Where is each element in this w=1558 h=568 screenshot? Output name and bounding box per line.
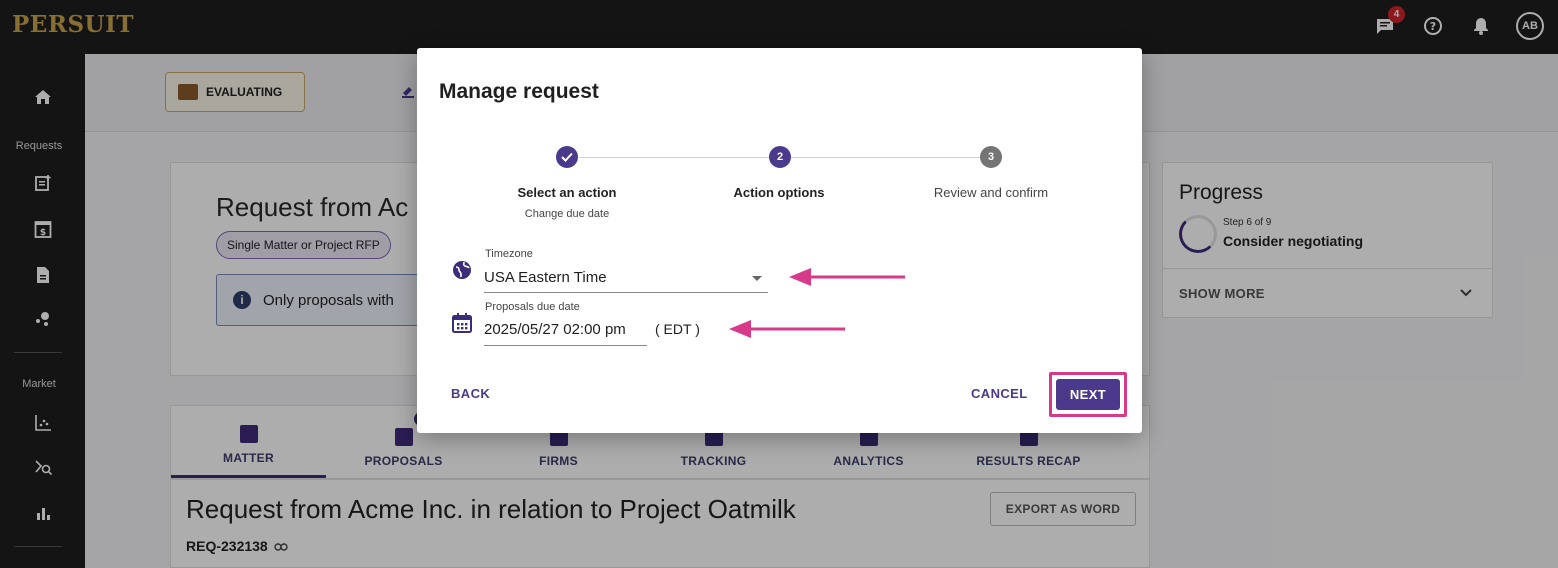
top-bar-actions: 4 ? AB <box>1372 6 1544 42</box>
annotation-arrow-due-date <box>727 319 847 344</box>
due-date-label: Proposals due date <box>485 301 580 313</box>
status-chip-label: EVALUATING <box>206 85 283 99</box>
manage-request-modal: Manage request 2 3 Select an action Chan… <box>417 48 1142 433</box>
billing-calendar-icon[interactable]: $ <box>0 214 85 244</box>
messages-icon[interactable]: 4 <box>1372 6 1405 39</box>
stepper-connector <box>791 157 981 158</box>
info-icon: i <box>233 291 251 309</box>
timezone-suffix: ( EDT ) <box>655 321 700 337</box>
tab-label: TRACKING <box>680 454 747 468</box>
globe-icon <box>452 260 474 282</box>
clipboard-icon <box>239 425 258 443</box>
home-icon[interactable] <box>0 82 85 112</box>
due-date-underline <box>484 345 647 346</box>
progress-ring <box>1179 215 1217 253</box>
step-1-check-icon <box>556 146 578 168</box>
progress-step: Step 6 of 9 <box>1223 217 1272 228</box>
svg-text:$: $ <box>39 228 45 238</box>
gavel-icon <box>400 83 416 99</box>
tab-label: PROPOSALS <box>364 454 443 468</box>
calendar-icon[interactable] <box>451 312 473 334</box>
bar-chart-icon[interactable] <box>0 498 85 528</box>
progress-title: Progress <box>1179 181 1264 204</box>
annotation-arrow-timezone <box>787 267 907 292</box>
sidebar-divider <box>14 352 62 353</box>
tab-label: ANALYTICS <box>833 454 904 468</box>
chevron-down-icon[interactable] <box>1460 284 1472 300</box>
request-title: Request from Ac <box>216 192 409 222</box>
help-icon[interactable]: ? <box>1420 13 1446 39</box>
progress-divider <box>1163 268 1492 269</box>
timezone-label: Timezone <box>485 248 533 260</box>
tab-matter[interactable]: MATTER <box>171 406 326 478</box>
info-banner-text: Only proposals with <box>263 291 394 309</box>
request-id: REQ-232138 <box>186 538 288 554</box>
timezone-select[interactable]: USA Eastern Time <box>484 269 607 286</box>
sidebar-section-market: Market <box>22 378 56 390</box>
step-3-indicator: 3 <box>980 146 1002 168</box>
proposals-icon <box>394 428 413 446</box>
content-title: Request from Acme Inc. in relation to Pr… <box>186 494 796 524</box>
notifications-bell-icon[interactable] <box>1468 13 1494 39</box>
sidebar: Requests $ Market <box>0 54 85 568</box>
show-more-button[interactable]: SHOW MORE <box>1179 286 1265 301</box>
document-icon[interactable] <box>0 260 85 290</box>
request-id-text: REQ-232138 <box>186 538 268 554</box>
tab-label: FIRMS <box>539 454 578 468</box>
status-chip[interactable]: EVALUATING <box>165 72 305 112</box>
step-3-label: Review and confirm <box>933 185 1049 200</box>
scatter-chart-icon[interactable] <box>0 408 85 438</box>
persuit-logo[interactable]: PERSUIT <box>12 11 134 38</box>
cancel-button[interactable]: CANCEL <box>971 386 1028 401</box>
progress-card: Progress Step 6 of 9 Consider negotiatin… <box>1162 162 1493 318</box>
messages-badge: 4 <box>1388 6 1405 23</box>
sidebar-divider <box>14 546 62 547</box>
back-button[interactable]: BACK <box>451 386 491 401</box>
svg-text:?: ? <box>1430 20 1436 33</box>
evaluating-icon <box>178 84 198 100</box>
export-as-word-button[interactable]: EXPORT AS WORD <box>990 492 1136 526</box>
tab-label: MATTER <box>223 451 274 465</box>
dropdown-arrow-icon[interactable] <box>752 276 762 281</box>
step-2-indicator: 2 <box>769 146 791 168</box>
step-2-label: Action options <box>733 185 825 200</box>
step-1-sublabel: Change due date <box>524 208 610 220</box>
new-request-icon[interactable] <box>0 168 85 198</box>
matter-content-card <box>170 479 1150 568</box>
progress-step-name: Consider negotiating <box>1223 233 1363 249</box>
stepper-connector <box>579 157 769 158</box>
timezone-underline <box>484 292 768 293</box>
sidebar-section-requests: Requests <box>15 140 63 152</box>
next-button-highlight: NEXT <box>1049 372 1127 417</box>
market-search-icon[interactable] <box>0 452 85 482</box>
step-1-label: Select an action <box>517 185 617 200</box>
request-type-pill: Single Matter or Project RFP <box>216 231 391 259</box>
next-button[interactable]: NEXT <box>1056 379 1120 410</box>
top-bar: PERSUIT 4 ? AB <box>0 0 1558 54</box>
link-icon[interactable] <box>274 538 288 554</box>
nodes-icon[interactable] <box>0 304 85 334</box>
user-avatar[interactable]: AB <box>1516 12 1544 40</box>
modal-title: Manage request <box>439 80 599 103</box>
tab-label: RESULTS RECAP <box>976 454 1081 468</box>
due-date-input[interactable]: 2025/05/27 02:00 pm <box>484 321 626 338</box>
